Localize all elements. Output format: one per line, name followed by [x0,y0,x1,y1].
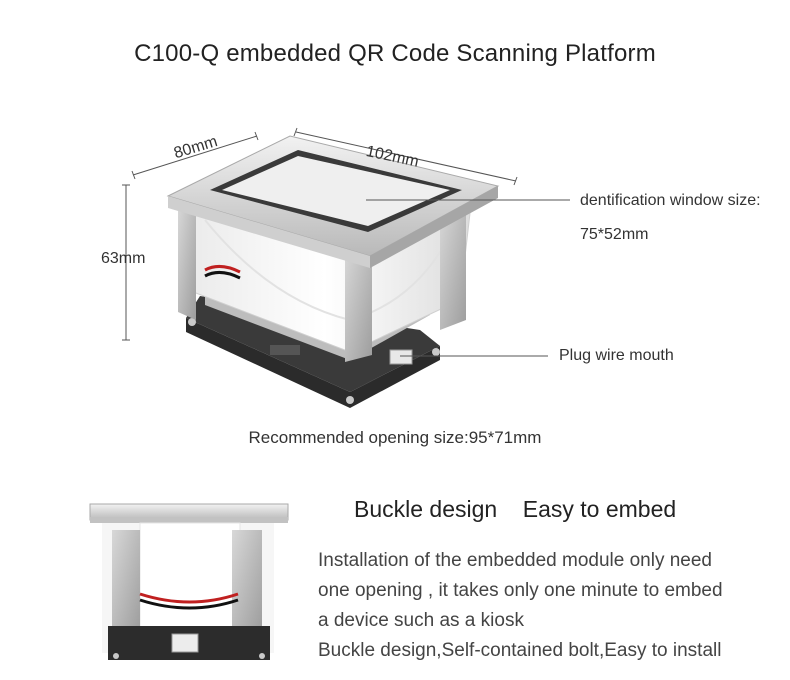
feature-description: Installation of the embedded module only… [318,546,723,666]
description-line: a device such as a kiosk [318,610,524,631]
buckle-module-image [89,503,289,660]
scanner-module-image [166,135,500,408]
plug-wire-label: Plug wire mouth [559,347,674,364]
feature-heading: Buckle design Easy to embed [354,496,677,522]
height-dimension-label: 63mm [101,250,146,267]
description-line: one opening , it takes only one minute t… [318,580,723,601]
dimension-lines [122,127,570,357]
description-line: Buckle design,Self-contained bolt,Easy t… [318,640,722,661]
window-size-value: 75*52mm [580,226,649,243]
window-size-label: dentification window size: [580,192,761,209]
description-line: Installation of the embedded module only… [318,550,712,571]
recommended-opening-text: Recommended opening size:95*71mm [248,428,542,447]
page-title: C100-Q embedded QR Code Scanning Platfor… [134,40,656,67]
